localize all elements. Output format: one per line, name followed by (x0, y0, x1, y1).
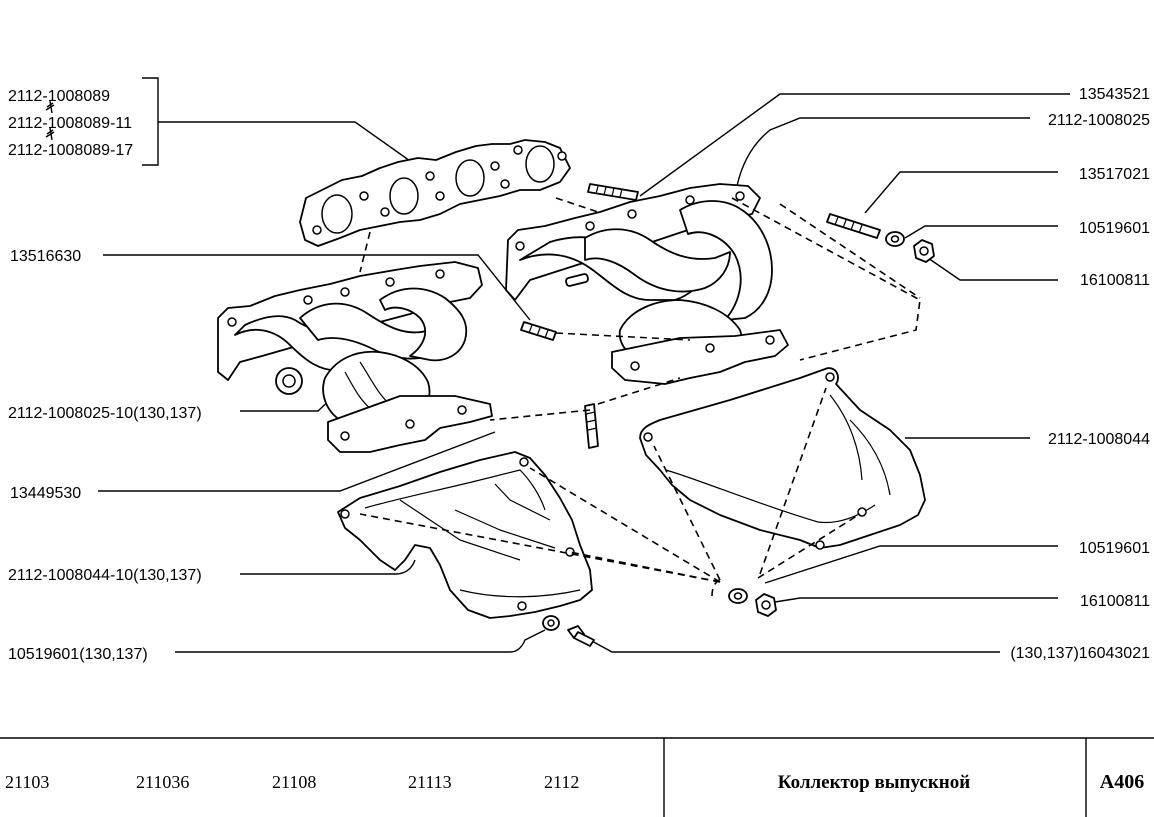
bolt-16043021 (567, 625, 595, 647)
callout-washer-10519601-top: 10519601 (1079, 220, 1150, 237)
stud-13517021 (826, 213, 881, 239)
stud-13449530 (584, 403, 599, 449)
callout-washer-10519601-bottom: 10519601 (1079, 540, 1150, 557)
exhaust-manifold-main (505, 183, 789, 385)
model-21103: 21103 (5, 772, 49, 792)
callout-heatshield-2112-1008044: 2112-1008044 (1048, 431, 1150, 448)
callout-gasket-2112-1008089-11: 2112-1008089-11 (8, 115, 132, 132)
washer-10519601-130-137 (542, 615, 560, 631)
callout-washer-10519601-130-137: 10519601(130,137) (8, 646, 148, 663)
callout-stud-13543521: 13543521 (1079, 86, 1150, 103)
model-2112: 2112 (544, 772, 579, 792)
washer-10519601-bottom (728, 588, 748, 604)
variant-marks (45, 100, 55, 141)
washer-10519601-top (885, 231, 905, 247)
fasteners (520, 183, 935, 647)
page-title: Коллектор выпускной (778, 772, 970, 793)
left-callouts: 2112-1008089 2112-1008089-11 2112-100808… (8, 88, 202, 663)
callout-bolt-16043021: (130,137)16043021 (1010, 645, 1150, 662)
callout-nut-16100811-bottom: 16100811 (1080, 593, 1150, 610)
callout-stud-13449530: 13449530 (10, 485, 81, 502)
nut-16100811-top (913, 239, 935, 263)
callout-gasket-2112-1008089: 2112-1008089 (8, 88, 110, 105)
gasket-variants-bracket (142, 77, 159, 166)
stud-13543521 (587, 183, 639, 201)
right-callouts: 13543521 2112-1008025 13517021 10519601 … (1010, 86, 1150, 662)
callout-stud-13517021: 13517021 (1079, 166, 1150, 183)
exhaust-gasket (299, 139, 571, 247)
nut-16100811-bottom (755, 593, 777, 617)
heat-shield-main (639, 367, 926, 550)
model-21113: 21113 (408, 772, 452, 792)
footer-table: 21103 211036 21108 21113 2112 Коллектор … (0, 737, 1154, 817)
callout-nut-16100811-top: 16100811 (1080, 272, 1150, 289)
assembly-lines (359, 197, 921, 597)
callout-manifold-2112-1008025: 2112-1008025 (1048, 112, 1150, 129)
exhaust-manifold-variant (217, 261, 493, 453)
page-code: А406 (1100, 771, 1144, 793)
stud-13516630 (520, 321, 557, 341)
callout-manifold-2112-1008025-10: 2112-1008025-10(130,137) (8, 405, 202, 422)
model-21108: 21108 (272, 772, 316, 792)
callout-stud-13516630: 13516630 (10, 248, 81, 265)
callout-heatshield-2112-1008044-10: 2112-1008044-10(130,137) (8, 567, 202, 584)
callout-gasket-2112-1008089-17: 2112-1008089-17 (8, 142, 133, 159)
model-211036: 211036 (136, 772, 189, 792)
